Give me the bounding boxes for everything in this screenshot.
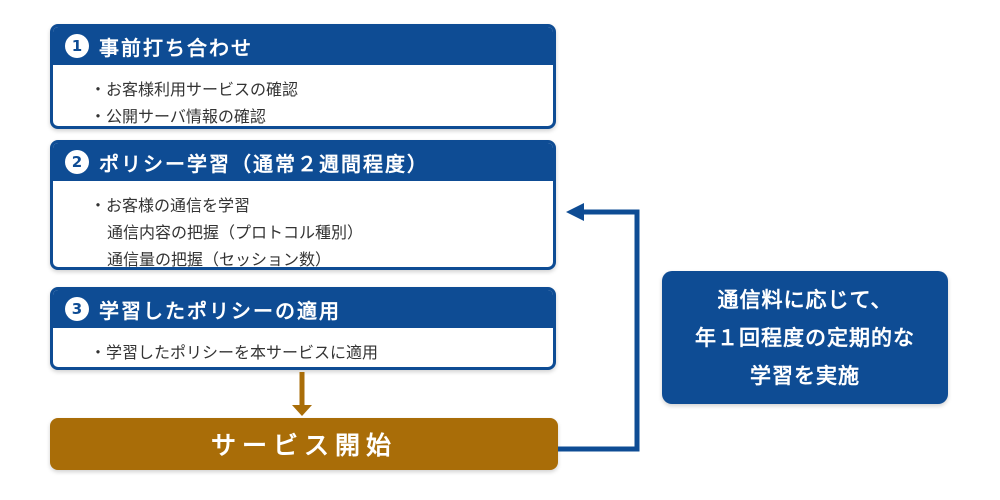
note-line: 通信料に応じて、 [717,287,893,312]
step-box-3: 3 学習したポリシーの適用 ・学習したポリシーを本サービスに適用 [50,287,556,370]
step-box-1: 1 事前打ち合わせ ・お客様利用サービスの確認 ・公開サーバ情報の確認 [50,24,556,129]
arrow-service-to-step2-head-icon [566,203,584,221]
step-2-bullet-line: ・お客様の通信を学習 [90,196,251,215]
step-1-bullet-line: ・お客様利用サービスの確認 [90,80,299,99]
note-line: 学習を実施 [750,363,860,388]
step-1-number-badge: 1 [65,34,89,58]
step-2-body: ・お客様の通信を学習 通信内容の把握（プロトコル種別） 通信量の把握（セッション… [53,181,553,269]
step-1-bullet-line: ・公開サーバ情報の確認 [90,107,266,126]
step-3-number-badge: 3 [65,297,89,321]
step-2-number-badge: 2 [65,150,89,174]
step-3-body: ・学習したポリシーを本サービスに適用 [53,328,553,366]
note-line: 年１回程度の定期的な [695,325,915,350]
service-start-label: サービス開始 [210,431,397,460]
step-3-header: 3 学習したポリシーの適用 [53,290,553,328]
step-1-title: 事前打ち合わせ [99,35,253,60]
step-3-title: 学習したポリシーの適用 [99,298,341,323]
service-start-box: サービス開始 [50,418,558,470]
step-1-header: 1 事前打ち合わせ [53,27,553,65]
step-2-continuation-line: 通信内容の把握（プロトコル種別） [107,223,364,242]
step-2-header: 2 ポリシー学習（通常２週間程度） [53,143,553,181]
step-1-body: ・お客様利用サービスの確認 ・公開サーバ情報の確認 [53,65,553,126]
step-2-continuation-line: 通信量の把握（セッション数） [107,250,332,269]
step-3-bullet-line: ・学習したポリシーを本サービスに適用 [90,343,379,362]
annual-learning-note-box: 通信料に応じて、 年１回程度の定期的な 学習を実施 [662,271,948,404]
arrow-step3-to-service-head-icon [292,405,312,416]
step-2-title: ポリシー学習（通常２週間程度） [99,151,429,176]
step-box-2: 2 ポリシー学習（通常２週間程度） ・お客様の通信を学習 通信内容の把握（プロト… [50,140,556,270]
arrow-service-to-step2-line [558,209,640,452]
